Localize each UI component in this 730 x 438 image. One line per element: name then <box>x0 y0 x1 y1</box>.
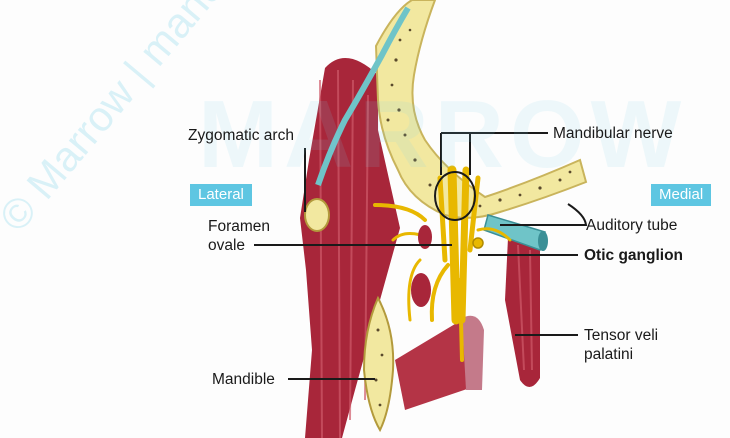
otic-ganglion-shape <box>473 238 483 248</box>
label-otic-ganglion: Otic ganglion <box>584 246 683 265</box>
label-foramen-ovale-line1: Foramen <box>208 217 270 236</box>
label-mandible: Mandible <box>212 370 275 389</box>
label-foramen-ovale-line2: ovale <box>208 236 245 255</box>
tensor-veli-palatini-muscle <box>505 234 540 387</box>
label-mandibular-nerve: Mandibular nerve <box>553 124 673 143</box>
label-tensor-veli-palatini-line1: Tensor veli <box>584 326 658 345</box>
label-zygomatic-arch: Zygomatic arch <box>188 126 294 145</box>
lateral-tag: Lateral <box>190 184 252 206</box>
label-tensor-veli-palatini-line2: palatini <box>584 345 633 364</box>
label-auditory-tube: Auditory tube <box>586 216 677 235</box>
zygomatic-arch-bone <box>305 199 329 231</box>
medial-tag: Medial <box>651 184 711 206</box>
